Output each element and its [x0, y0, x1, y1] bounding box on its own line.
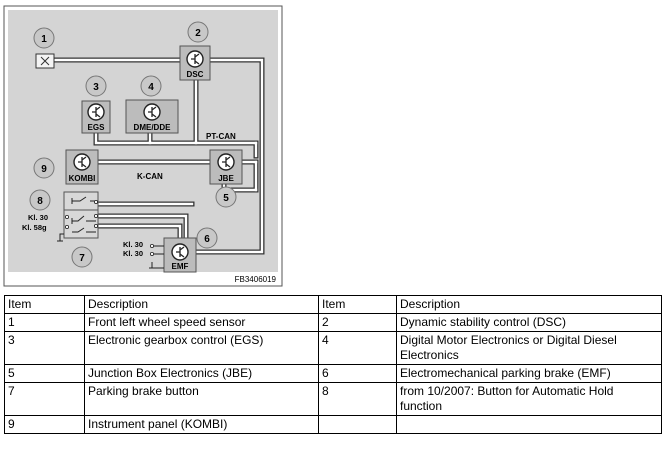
jbe-module: JBE — [209, 149, 243, 185]
table-row: 5 Junction Box Electronics (JBE) 6 Elect… — [4, 364, 662, 383]
item-number: 3 — [4, 331, 85, 365]
callout-3-label: 3 — [93, 82, 99, 93]
item-number: 2 — [318, 313, 397, 332]
callout-3: 3 — [85, 75, 107, 97]
parking-brake-button — [57, 209, 99, 242]
dme-label: DME/DDE — [134, 123, 172, 132]
item-description: Digital Motor Electronics or Digital Die… — [396, 331, 662, 365]
item-number: 8 — [318, 382, 397, 416]
k-can-label: K-CAN — [137, 172, 163, 181]
header-description: Description — [84, 295, 319, 314]
callout-8: 8 — [29, 189, 51, 211]
kl30-emf-label-a: Kl. 30 — [123, 240, 143, 249]
kombi-label: KOMBI — [69, 174, 96, 183]
item-description — [396, 415, 662, 434]
callout-6: 6 — [196, 227, 218, 249]
dsc-label: DSC — [187, 70, 204, 79]
callout-1: 1 — [33, 27, 55, 49]
emf-module: EMF — [163, 237, 197, 273]
pt-can-label: PT-CAN — [206, 132, 236, 141]
item-description: Front left wheel speed sensor — [84, 313, 319, 332]
table-row: 1 Front left wheel speed sensor 2 Dynami… — [4, 313, 662, 332]
table-row: 3 Electronic gearbox control (EGS) 4 Dig… — [4, 331, 662, 365]
table-row: 9 Instrument panel (KOMBI) — [4, 415, 662, 434]
header-item: Item — [4, 295, 85, 314]
kombi-module: KOMBI — [65, 149, 99, 185]
callout-4-label: 4 — [148, 82, 154, 93]
egs-module: EGS — [81, 100, 111, 134]
item-number: 4 — [318, 331, 397, 365]
item-number: 7 — [4, 382, 85, 416]
table-header-row: Item Description Item Description — [4, 295, 662, 314]
dsc-module: DSC — [179, 45, 211, 81]
callout-1-label: 1 — [41, 34, 47, 45]
item-number — [318, 415, 397, 434]
item-description: Junction Box Electronics (JBE) — [84, 364, 319, 383]
kl58g-left-label: Kl. 58g — [22, 223, 47, 232]
jbe-label: JBE — [218, 174, 234, 183]
item-description: from 10/2007: Button for Automatic Hold … — [396, 382, 662, 416]
item-number: 5 — [4, 364, 85, 383]
legend-table: Item Description Item Description 1 Fron… — [4, 295, 662, 434]
kl30-left-label: Kl. 30 — [28, 213, 48, 222]
callout-7: 7 — [71, 246, 93, 268]
table-row: 7 Parking brake button 8 from 10/2007: B… — [4, 382, 662, 416]
item-description: Parking brake button — [84, 382, 319, 416]
auto-hold-button — [63, 191, 99, 211]
callout-9-label: 9 — [41, 164, 47, 175]
header-item: Item — [318, 295, 397, 314]
wheel-speed-sensor — [35, 53, 55, 69]
item-description: Electronic gearbox control (EGS) — [84, 331, 319, 365]
item-description: Electromechanical parking brake (EMF) — [396, 364, 662, 383]
dme-module: DME/DDE — [125, 99, 179, 134]
callout-5-label: 5 — [223, 193, 229, 204]
item-number: 1 — [4, 313, 85, 332]
emf-terminals — [149, 245, 164, 269]
callout-2-label: 2 — [195, 28, 201, 39]
wiring — [49, 57, 265, 255]
wiring-diagram: DSC EGS DME/DDE KOMBI JBE EMF — [3, 5, 283, 287]
callout-4: 4 — [140, 75, 162, 97]
item-number: 6 — [318, 364, 397, 383]
callout-6-label: 6 — [204, 234, 210, 245]
callout-5: 5 — [215, 186, 237, 208]
callout-9: 9 — [33, 157, 55, 179]
emf-label: EMF — [172, 262, 189, 271]
item-description: Instrument panel (KOMBI) — [84, 415, 319, 434]
kl30-emf-label-b: Kl. 30 — [123, 249, 143, 258]
item-number: 9 — [4, 415, 85, 434]
callout-2: 2 — [187, 21, 209, 43]
callout-8-label: 8 — [37, 196, 43, 207]
callout-7-label: 7 — [79, 253, 85, 264]
egs-label: EGS — [88, 123, 106, 132]
figure-id: FB3406019 — [235, 275, 277, 284]
header-description: Description — [396, 295, 662, 314]
item-description: Dynamic stability control (DSC) — [396, 313, 662, 332]
